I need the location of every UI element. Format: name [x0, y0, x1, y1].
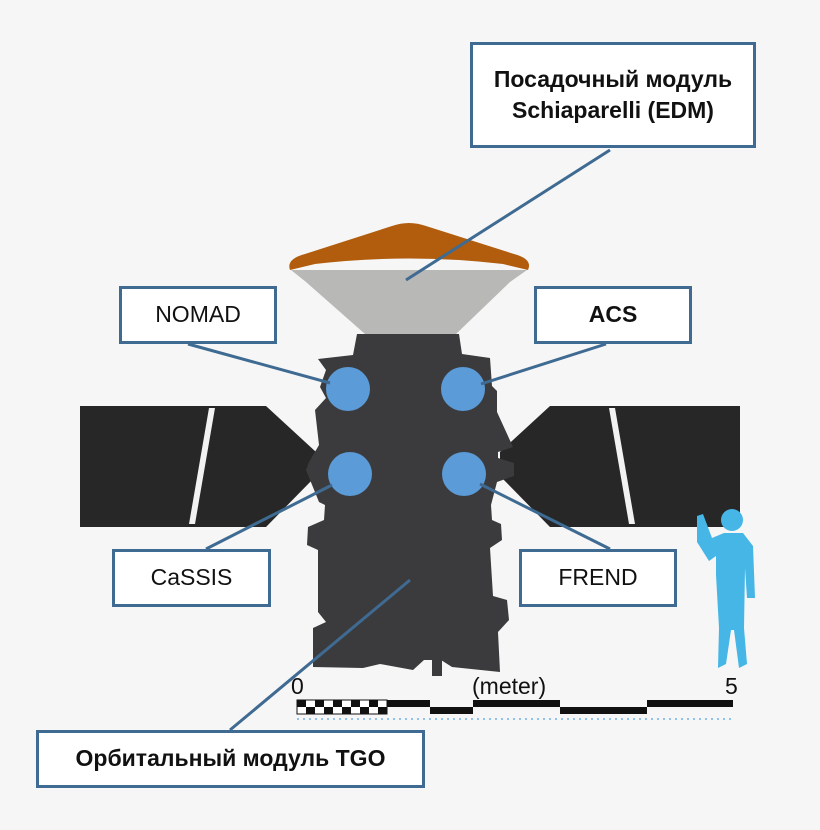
left-solar-panel [80, 406, 316, 527]
tgo-label-box: Орбитальный модуль TGO [36, 730, 425, 788]
edm-back-shell [291, 270, 527, 334]
scale-start-label: 0 [291, 673, 304, 699]
acs-label: ACS [588, 301, 638, 328]
cassis-leader-line [205, 483, 333, 551]
edm-label-line1: Посадочный модуль [493, 65, 733, 92]
edm-leader-line [405, 148, 611, 282]
nomad-label-box: NOMAD [119, 286, 277, 344]
scale-bar [296, 699, 733, 720]
frend-instrument-circle [442, 452, 486, 496]
acs-leader-line [480, 342, 607, 386]
frend-leader-line [479, 482, 611, 551]
right-panel-stripe [609, 408, 635, 524]
frend-label-box: FREND [519, 549, 677, 607]
edm-label-line2: Schiaparelli (EDM) [512, 97, 714, 123]
nomad-instrument-circle [326, 367, 370, 411]
scale-end-label: 5 [725, 673, 738, 699]
frend-label: FREND [558, 564, 638, 591]
scale-unit-label: (meter) [472, 673, 547, 699]
tgo-label: Орбитальный модуль TGO [75, 745, 386, 772]
engine-nozzle [432, 660, 442, 676]
edm-label-box: Посадочный модуль Schiaparelli (EDM) [470, 42, 756, 148]
left-panel-stripe [189, 408, 215, 524]
nomad-label: NOMAD [155, 301, 241, 328]
nomad-leader-line [187, 342, 331, 385]
human-silhouette-icon [697, 509, 755, 668]
cassis-instrument-circle [328, 452, 372, 496]
acs-instrument-circle [441, 367, 485, 411]
cassis-label-box: CaSSIS [112, 549, 271, 607]
acs-label-box: ACS [534, 286, 692, 344]
cassis-label: CaSSIS [150, 564, 233, 591]
edm-heat-shield [289, 223, 530, 270]
tgo-body [306, 334, 514, 672]
tgo-leader-line [229, 578, 411, 732]
